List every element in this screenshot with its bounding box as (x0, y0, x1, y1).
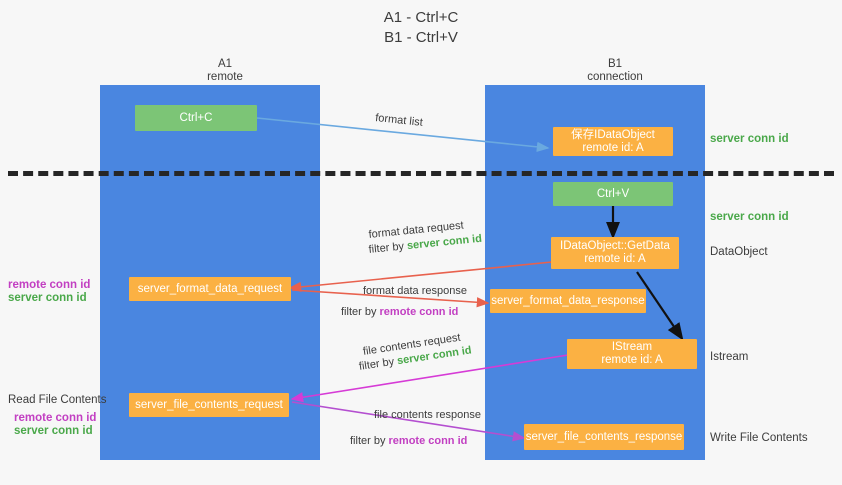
column-b1-name: B1 (607, 58, 623, 70)
node-server-file-contents-response-label: server_file_contents_response (525, 430, 683, 443)
node-server-format-data-response[interactable]: server_format_data_response (490, 289, 646, 313)
node-server-format-data-request[interactable]: server_format_data_request (129, 277, 291, 301)
label-write-file-contents: Write File Contents (710, 432, 808, 444)
phase-divider (8, 171, 834, 176)
node-idataobject-line2: remote id: A (582, 141, 644, 154)
label-server-conn-id-2: server conn id (14, 425, 93, 437)
node-istream-line1: IStream (611, 341, 653, 353)
node-ctrl-c-label: Ctrl+C (179, 111, 213, 124)
label-server-conn-id-top: server conn id (710, 133, 789, 145)
node-server-file-contents-request-label: server_file_contents_request (135, 398, 283, 411)
caption-format-data-response-filter-value: remote conn id (379, 306, 459, 318)
node-idataobject[interactable]: 保存IDataObject remote id: A (553, 127, 673, 156)
node-istream[interactable]: IStream remote id: A (567, 339, 697, 369)
node-ctrl-v-label: Ctrl+V (596, 187, 630, 200)
node-ctrl-v[interactable]: Ctrl+V (553, 182, 673, 206)
caption-file-contents-response: file contents response (374, 409, 482, 421)
caption-file-contents-response-filter-prefix: filter by (350, 435, 389, 447)
arrow-file-contents-request (290, 354, 569, 403)
node-getdata[interactable]: IDataObject::GetData remote id: A (551, 237, 679, 269)
arrow-getdata-to-istream (636, 271, 684, 341)
node-server-format-data-request-label: server_format_data_request (137, 282, 283, 295)
label-remote-conn-id-2: remote conn id (14, 412, 97, 424)
node-getdata-line1: IDataObject::GetData (560, 240, 670, 252)
column-a1-sub: remote (207, 71, 243, 83)
label-read-file-contents: Read File Contents (8, 394, 107, 406)
caption-format-data-response-filter-prefix: filter by (341, 306, 380, 318)
node-istream-line2: remote id: A (601, 354, 663, 366)
title-line-2: B1 - Ctrl+V (384, 29, 458, 46)
column-header-b1: B1 connection (515, 58, 715, 84)
arrow-format-data-request (288, 261, 553, 292)
label-dataobject: DataObject (710, 246, 768, 258)
label-istream: Istream (710, 351, 749, 363)
caption-format-data-response-filter: filter by remote conn id (341, 305, 458, 319)
arrow-file-contents-response (291, 401, 526, 442)
column-b1-sub: connection (587, 71, 643, 83)
caption-file-contents-response-filter: filter by remote conn id (350, 434, 467, 448)
node-server-format-data-response-label: server_format_data_response (491, 294, 645, 307)
page-title: A1 - Ctrl+C B1 - Ctrl+V (0, 8, 842, 48)
arrow-format-list (256, 117, 550, 152)
node-server-file-contents-response[interactable]: server_file_contents_response (524, 424, 684, 450)
arrow-format-data-response (291, 289, 490, 308)
column-header-a1: A1 remote (130, 58, 320, 84)
title-line-1: A1 - Ctrl+C (383, 9, 459, 26)
caption-format-data-request-filter-prefix: filter by (368, 240, 408, 256)
caption-format-data-response: format data response (363, 285, 467, 297)
node-ctrl-c[interactable]: Ctrl+C (135, 105, 257, 131)
label-server-conn-id-1: server conn id (8, 292, 87, 304)
label-server-conn-id-mid: server conn id (710, 211, 789, 223)
caption-file-contents-response-filter-value: remote conn id (388, 435, 468, 447)
node-getdata-line2: remote id: A (584, 253, 646, 265)
node-server-file-contents-request[interactable]: server_file_contents_request (129, 393, 289, 417)
column-a1-name: A1 (217, 58, 233, 70)
node-idataobject-line1: 保存IDataObject (571, 128, 655, 141)
label-remote-conn-id-1: remote conn id (8, 279, 91, 291)
